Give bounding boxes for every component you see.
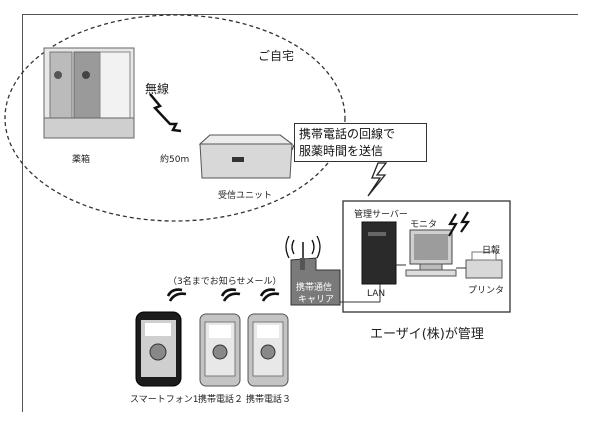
signal-wave-icon: [259, 288, 280, 302]
pillbox-device: [43, 47, 135, 139]
server-label: 管理サーバー: [354, 210, 408, 220]
distance-label: 約50m: [160, 155, 190, 165]
carrier-label-line2: キャリア: [298, 295, 335, 305]
signal-wave-icon: [166, 288, 187, 302]
pillbox-label: 薬箱: [72, 155, 91, 165]
wireless-label: 無線: [145, 82, 170, 96]
lan-label: LAN: [367, 289, 386, 299]
callout-line-2: 服薬時間を送信: [299, 144, 384, 158]
smartphone-1: [135, 311, 182, 387]
log-label: 日報: [482, 246, 501, 256]
receiver-label: 受信ユニット: [218, 191, 273, 201]
server-device: [361, 221, 397, 285]
management-box: [342, 200, 511, 313]
home-label: ご自宅: [258, 49, 295, 63]
receiver-unit-device: [198, 134, 295, 179]
mobile-signal-lightning-icon: [367, 162, 388, 197]
monitor-device: [409, 229, 453, 271]
managed-by-label: エーザイ(株)が管理: [370, 327, 484, 342]
antenna-icon: [285, 235, 321, 259]
printer-label: プリンタ: [468, 286, 505, 296]
mobile-phone-3: [247, 313, 289, 387]
home-zone-boundary: [4, 14, 346, 222]
printer-device: [465, 251, 503, 279]
monitor-label: モニタ: [410, 220, 438, 230]
keyboard-device: [405, 269, 457, 277]
notify-label: （3名までお知らせメール）: [168, 277, 282, 287]
diagram-frame: [22, 14, 578, 412]
wireless-lightning-icon: [149, 93, 182, 133]
mobile-phone-2: [199, 313, 241, 387]
callout-box: 携帯電話の回線で 服薬時間を送信: [294, 123, 427, 162]
phone1-label: スマートフォン1: [130, 395, 199, 405]
lightning-icon: [460, 211, 471, 233]
lightning-icon: [448, 213, 458, 237]
callout-line-1: 携帯電話の回線で: [299, 127, 396, 141]
phone2-label: 携帯電話２: [198, 395, 244, 405]
carrier-tower: [290, 257, 341, 306]
signal-wave-icon: [220, 288, 241, 302]
carrier-label-line1: 携帯通信: [296, 283, 333, 293]
phone3-label: 携帯電話３: [246, 395, 292, 405]
